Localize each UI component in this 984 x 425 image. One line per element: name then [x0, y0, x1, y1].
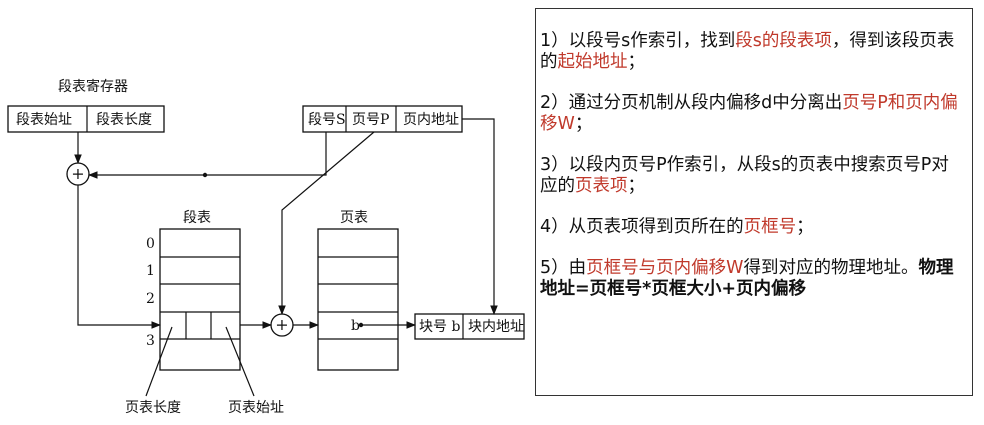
segment-register: [7, 105, 165, 133]
step-2-text: 页号P和页内偏移W: [540, 93, 958, 134]
step-5-text: 5）由: [540, 258, 587, 278]
segment-row-0: 0: [146, 236, 155, 252]
segment-table: [159, 228, 241, 371]
step-1-text: 段s的段表项: [735, 31, 832, 51]
segment-register-title: 段表寄存器: [58, 78, 128, 95]
page-offset-field: 页内地址: [403, 112, 459, 128]
step-1: 1）以段号s作索引，找到段s的段表项，得到该段页表的起始地址；: [540, 31, 966, 73]
step-2-text: ；: [574, 114, 593, 134]
segment-paging-diagram: 段表寄存器 段表始址 段表长度 段号S 页号P 页内地址 + 段表 0 1 2 …: [7, 78, 525, 416]
step-4-text: ；: [796, 217, 814, 237]
logical-address: [302, 105, 463, 133]
step-5-text: 页框号与页内偏移W: [586, 258, 744, 278]
page-table-base-label: 页表始址: [228, 400, 284, 416]
segment-row-2: 2: [146, 291, 155, 307]
adder-2-symbol: +: [275, 315, 288, 334]
step-5: 5）由页框号与页内偏移W得到对应的物理地址。物理地址=页框号*页框大小+页内偏移: [540, 258, 966, 300]
page-table-title: 页表: [340, 210, 368, 226]
step-3-text: ；: [627, 176, 646, 196]
step-3-text: 页表项: [575, 176, 628, 196]
data-flow-lines: [74, 118, 498, 397]
page-number-field: 页号P: [352, 112, 389, 128]
physical-address: [414, 313, 525, 340]
step-1-text: ，得到该段页表的: [540, 31, 955, 72]
frame-offset-field: 块内地址: [468, 319, 524, 335]
step-1-text: 起始地址: [557, 52, 628, 72]
step-5-text: 物理地址=页框号*页框大小+页内偏移: [540, 258, 954, 299]
segment-table-title: 段表: [183, 210, 211, 226]
step-5-text: 得到对应的物理地址。: [743, 258, 919, 278]
steps-panel: 1）以段号s作索引，找到段s的段表项，得到该段页表的起始地址；2）通过分页机制从…: [535, 8, 973, 396]
segment-row-1: 1: [146, 263, 155, 279]
segment-row-3: 3: [146, 333, 155, 349]
step-2: 2）通过分页机制从段内偏移d中分离出页号P和页内偏移W；: [540, 93, 966, 135]
step-1-text: 1）以段号s作索引，找到: [540, 31, 736, 51]
segment-register-length-field: 段表长度: [96, 112, 152, 128]
step-2-text: 2）通过分页机制从段内偏移d中分离出: [540, 93, 843, 113]
adder-1-symbol: +: [71, 164, 84, 183]
page-entry-value: b: [351, 318, 360, 334]
frame-number-field: 块号 b: [419, 319, 460, 335]
segment-register-base-field: 段表始址: [16, 112, 72, 128]
segment-number-field: 段号S: [308, 112, 346, 128]
page-table: [317, 228, 399, 371]
step-4-text: 4）从页表项得到页所在的: [540, 217, 744, 237]
step-3-text: 3）以段内页号P作索引，从段s的页表中搜索页号P对应的: [540, 155, 949, 196]
step-1-text: ；: [627, 52, 646, 72]
page-table-length-label: 页表长度: [125, 400, 181, 416]
step-3: 3）以段内页号P作索引，从段s的页表中搜索页号P对应的页表项；: [540, 155, 966, 197]
step-4: 4）从页表项得到页所在的页框号；: [540, 217, 966, 238]
step-4-text: 页框号: [743, 217, 797, 237]
